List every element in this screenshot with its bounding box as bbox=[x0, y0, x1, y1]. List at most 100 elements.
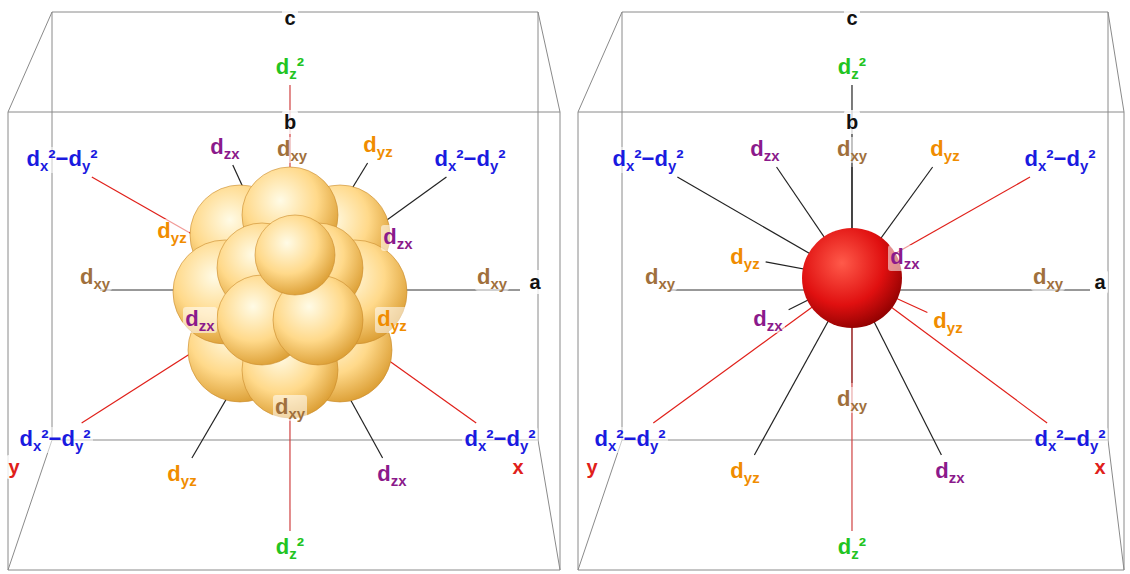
subscript: z bbox=[189, 472, 196, 489]
orbital-label: dx²−dy² bbox=[17, 427, 92, 453]
subscript: z bbox=[179, 229, 186, 246]
subscript: y bbox=[859, 397, 867, 414]
orbital-label: dzx bbox=[183, 307, 216, 333]
subscript: z bbox=[767, 317, 774, 334]
subscript: z bbox=[904, 255, 911, 272]
subscript: z bbox=[397, 235, 404, 252]
subscript: x bbox=[771, 147, 779, 164]
subscript: y bbox=[171, 229, 179, 246]
subscript: y bbox=[520, 437, 528, 454]
subscript: x bbox=[658, 275, 666, 292]
orbital-label: dx²−dy² bbox=[1022, 147, 1097, 173]
subscript: y bbox=[102, 275, 110, 292]
subscript: y bbox=[1080, 157, 1088, 174]
orbital-label: dx²−dy² bbox=[592, 427, 667, 453]
orbital-label: dyz bbox=[728, 459, 761, 485]
spherical-density bbox=[802, 228, 902, 328]
orbital-label: dyz bbox=[928, 137, 961, 163]
subscript: x bbox=[850, 397, 858, 414]
subscript: x bbox=[288, 405, 296, 422]
subscript: x bbox=[40, 157, 48, 174]
subscript: y bbox=[391, 317, 399, 334]
subscript: x bbox=[490, 275, 498, 292]
subscript: z bbox=[952, 147, 959, 164]
orbital-label: dxy bbox=[835, 137, 869, 163]
orbital-label: dxy bbox=[273, 395, 307, 421]
axis-label: b bbox=[282, 110, 298, 134]
subscript: z bbox=[955, 319, 962, 336]
subscript: x bbox=[626, 157, 634, 174]
subscript: y bbox=[297, 405, 305, 422]
subscript: y bbox=[82, 157, 90, 174]
subscript: y bbox=[947, 319, 955, 336]
axis-label: c bbox=[844, 6, 859, 30]
subscript: x bbox=[608, 437, 616, 454]
orbital-label: dxy bbox=[1031, 265, 1065, 291]
axis-label: x bbox=[1092, 455, 1107, 479]
subscript: x bbox=[1038, 157, 1046, 174]
orbital-label: dyz bbox=[931, 309, 964, 335]
subscript: z bbox=[851, 545, 858, 562]
axis-label: a bbox=[527, 270, 542, 294]
orbital-label: dxy bbox=[78, 265, 112, 291]
subscript: x bbox=[956, 469, 964, 486]
axis-label: c bbox=[282, 6, 297, 30]
orbital-label: dxy bbox=[643, 265, 677, 291]
axis-label: a bbox=[1092, 270, 1107, 294]
subscript: y bbox=[490, 157, 498, 174]
lumpy-density-surface bbox=[173, 167, 407, 418]
axis-label: b bbox=[844, 110, 860, 134]
orbital-label: dz² bbox=[274, 55, 306, 81]
orbital-label: dx²−dy² bbox=[610, 147, 685, 173]
orbital-label: dxy bbox=[475, 265, 509, 291]
subscript: z bbox=[949, 469, 956, 486]
orbital-label: dyz bbox=[375, 307, 408, 333]
orbital-label: dxy bbox=[275, 137, 309, 163]
subscript: z bbox=[399, 317, 406, 334]
subscript: y bbox=[377, 143, 385, 160]
subscript: z bbox=[289, 65, 296, 82]
subscript: x bbox=[33, 437, 41, 454]
subscript: x bbox=[448, 157, 456, 174]
subscript: y bbox=[667, 275, 675, 292]
subscript: x bbox=[478, 437, 486, 454]
orbital-label: dxy bbox=[835, 387, 869, 413]
axis-label: y bbox=[6, 455, 21, 479]
orbital-label: dz² bbox=[836, 535, 868, 561]
subscript: x bbox=[850, 147, 858, 164]
orbital-label: dzx bbox=[933, 459, 966, 485]
orbital-label: dz² bbox=[274, 535, 306, 561]
orbital-label: dzx bbox=[208, 135, 241, 161]
orbital-label: dx²−dy² bbox=[1032, 427, 1107, 453]
orbital-label: dzx bbox=[751, 307, 784, 333]
orbital-label: dx²−dy² bbox=[462, 427, 537, 453]
subscript: z bbox=[289, 545, 296, 562]
orbital-label: dz² bbox=[836, 55, 868, 81]
orbital-label: dzx bbox=[888, 245, 921, 271]
orbital-label: dyz bbox=[728, 245, 761, 271]
orbital-label: dyz bbox=[155, 219, 188, 245]
subscript: y bbox=[1090, 437, 1098, 454]
subscript: y bbox=[668, 157, 676, 174]
subscript: x bbox=[774, 317, 782, 334]
subscript: y bbox=[650, 437, 658, 454]
subscript: z bbox=[752, 469, 759, 486]
subscript: x bbox=[911, 255, 919, 272]
axis-label: y bbox=[584, 455, 599, 479]
subscript: y bbox=[299, 147, 307, 164]
subscript: z bbox=[851, 65, 858, 82]
subscript: y bbox=[744, 255, 752, 272]
subscript: x bbox=[231, 145, 239, 162]
subscript: z bbox=[391, 472, 398, 489]
subscript: x bbox=[93, 275, 101, 292]
subscript: y bbox=[944, 147, 952, 164]
subscript: x bbox=[398, 472, 406, 489]
subscript: z bbox=[764, 147, 771, 164]
subscript: y bbox=[744, 469, 752, 486]
subscript: y bbox=[859, 147, 867, 164]
orbital-label: dzx bbox=[381, 225, 414, 251]
subscript: x bbox=[290, 147, 298, 164]
subscript: x bbox=[1046, 275, 1054, 292]
axis-label: x bbox=[510, 455, 525, 479]
